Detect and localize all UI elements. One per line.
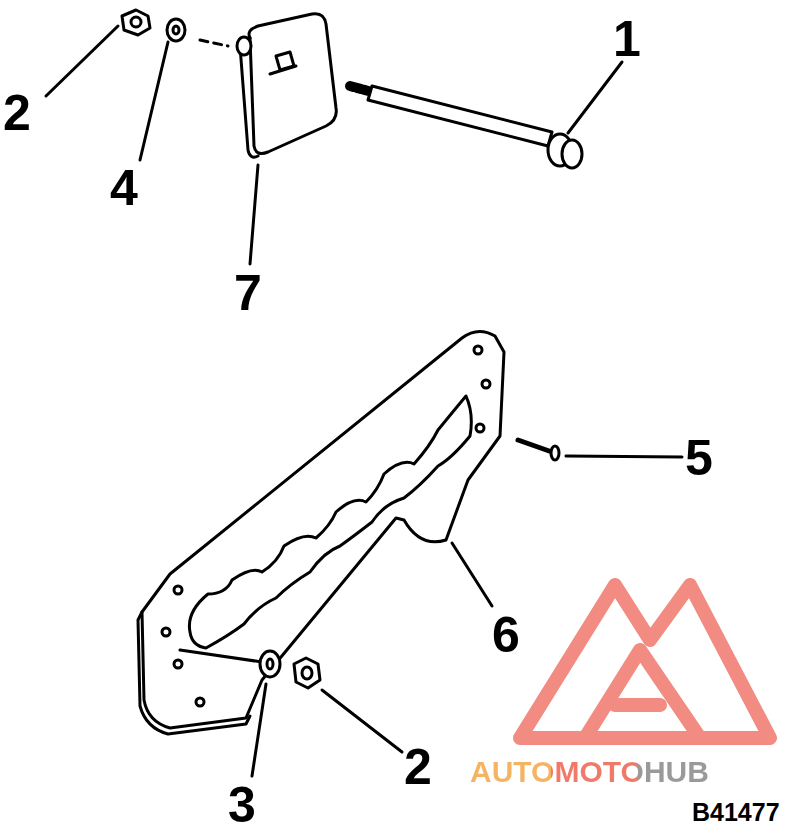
- nut: [122, 10, 150, 35]
- washer: [167, 19, 185, 41]
- leader-lines: [46, 26, 682, 776]
- callout-number: 2: [3, 88, 31, 138]
- washer-hole: [173, 26, 179, 34]
- watermark: AUTOMOTOHUB: [470, 757, 709, 787]
- callout-number: 6: [492, 610, 520, 660]
- washer: [260, 651, 280, 677]
- callout-number: 5: [685, 433, 713, 483]
- nut: [294, 658, 320, 688]
- callout-number: 7: [234, 268, 262, 318]
- screw: [518, 440, 559, 460]
- logo-mark: [520, 585, 770, 738]
- bracket: [138, 331, 504, 734]
- callout-number: 1: [613, 14, 641, 64]
- figure-code: B41477: [692, 800, 780, 825]
- plate: [237, 14, 336, 157]
- assembly-axis: [180, 650, 262, 662]
- bolt: [350, 86, 582, 168]
- callout-number: 3: [228, 780, 256, 830]
- callout-number: 2: [404, 742, 432, 792]
- assembly-axis: [200, 40, 228, 46]
- callout-number: 4: [110, 163, 138, 213]
